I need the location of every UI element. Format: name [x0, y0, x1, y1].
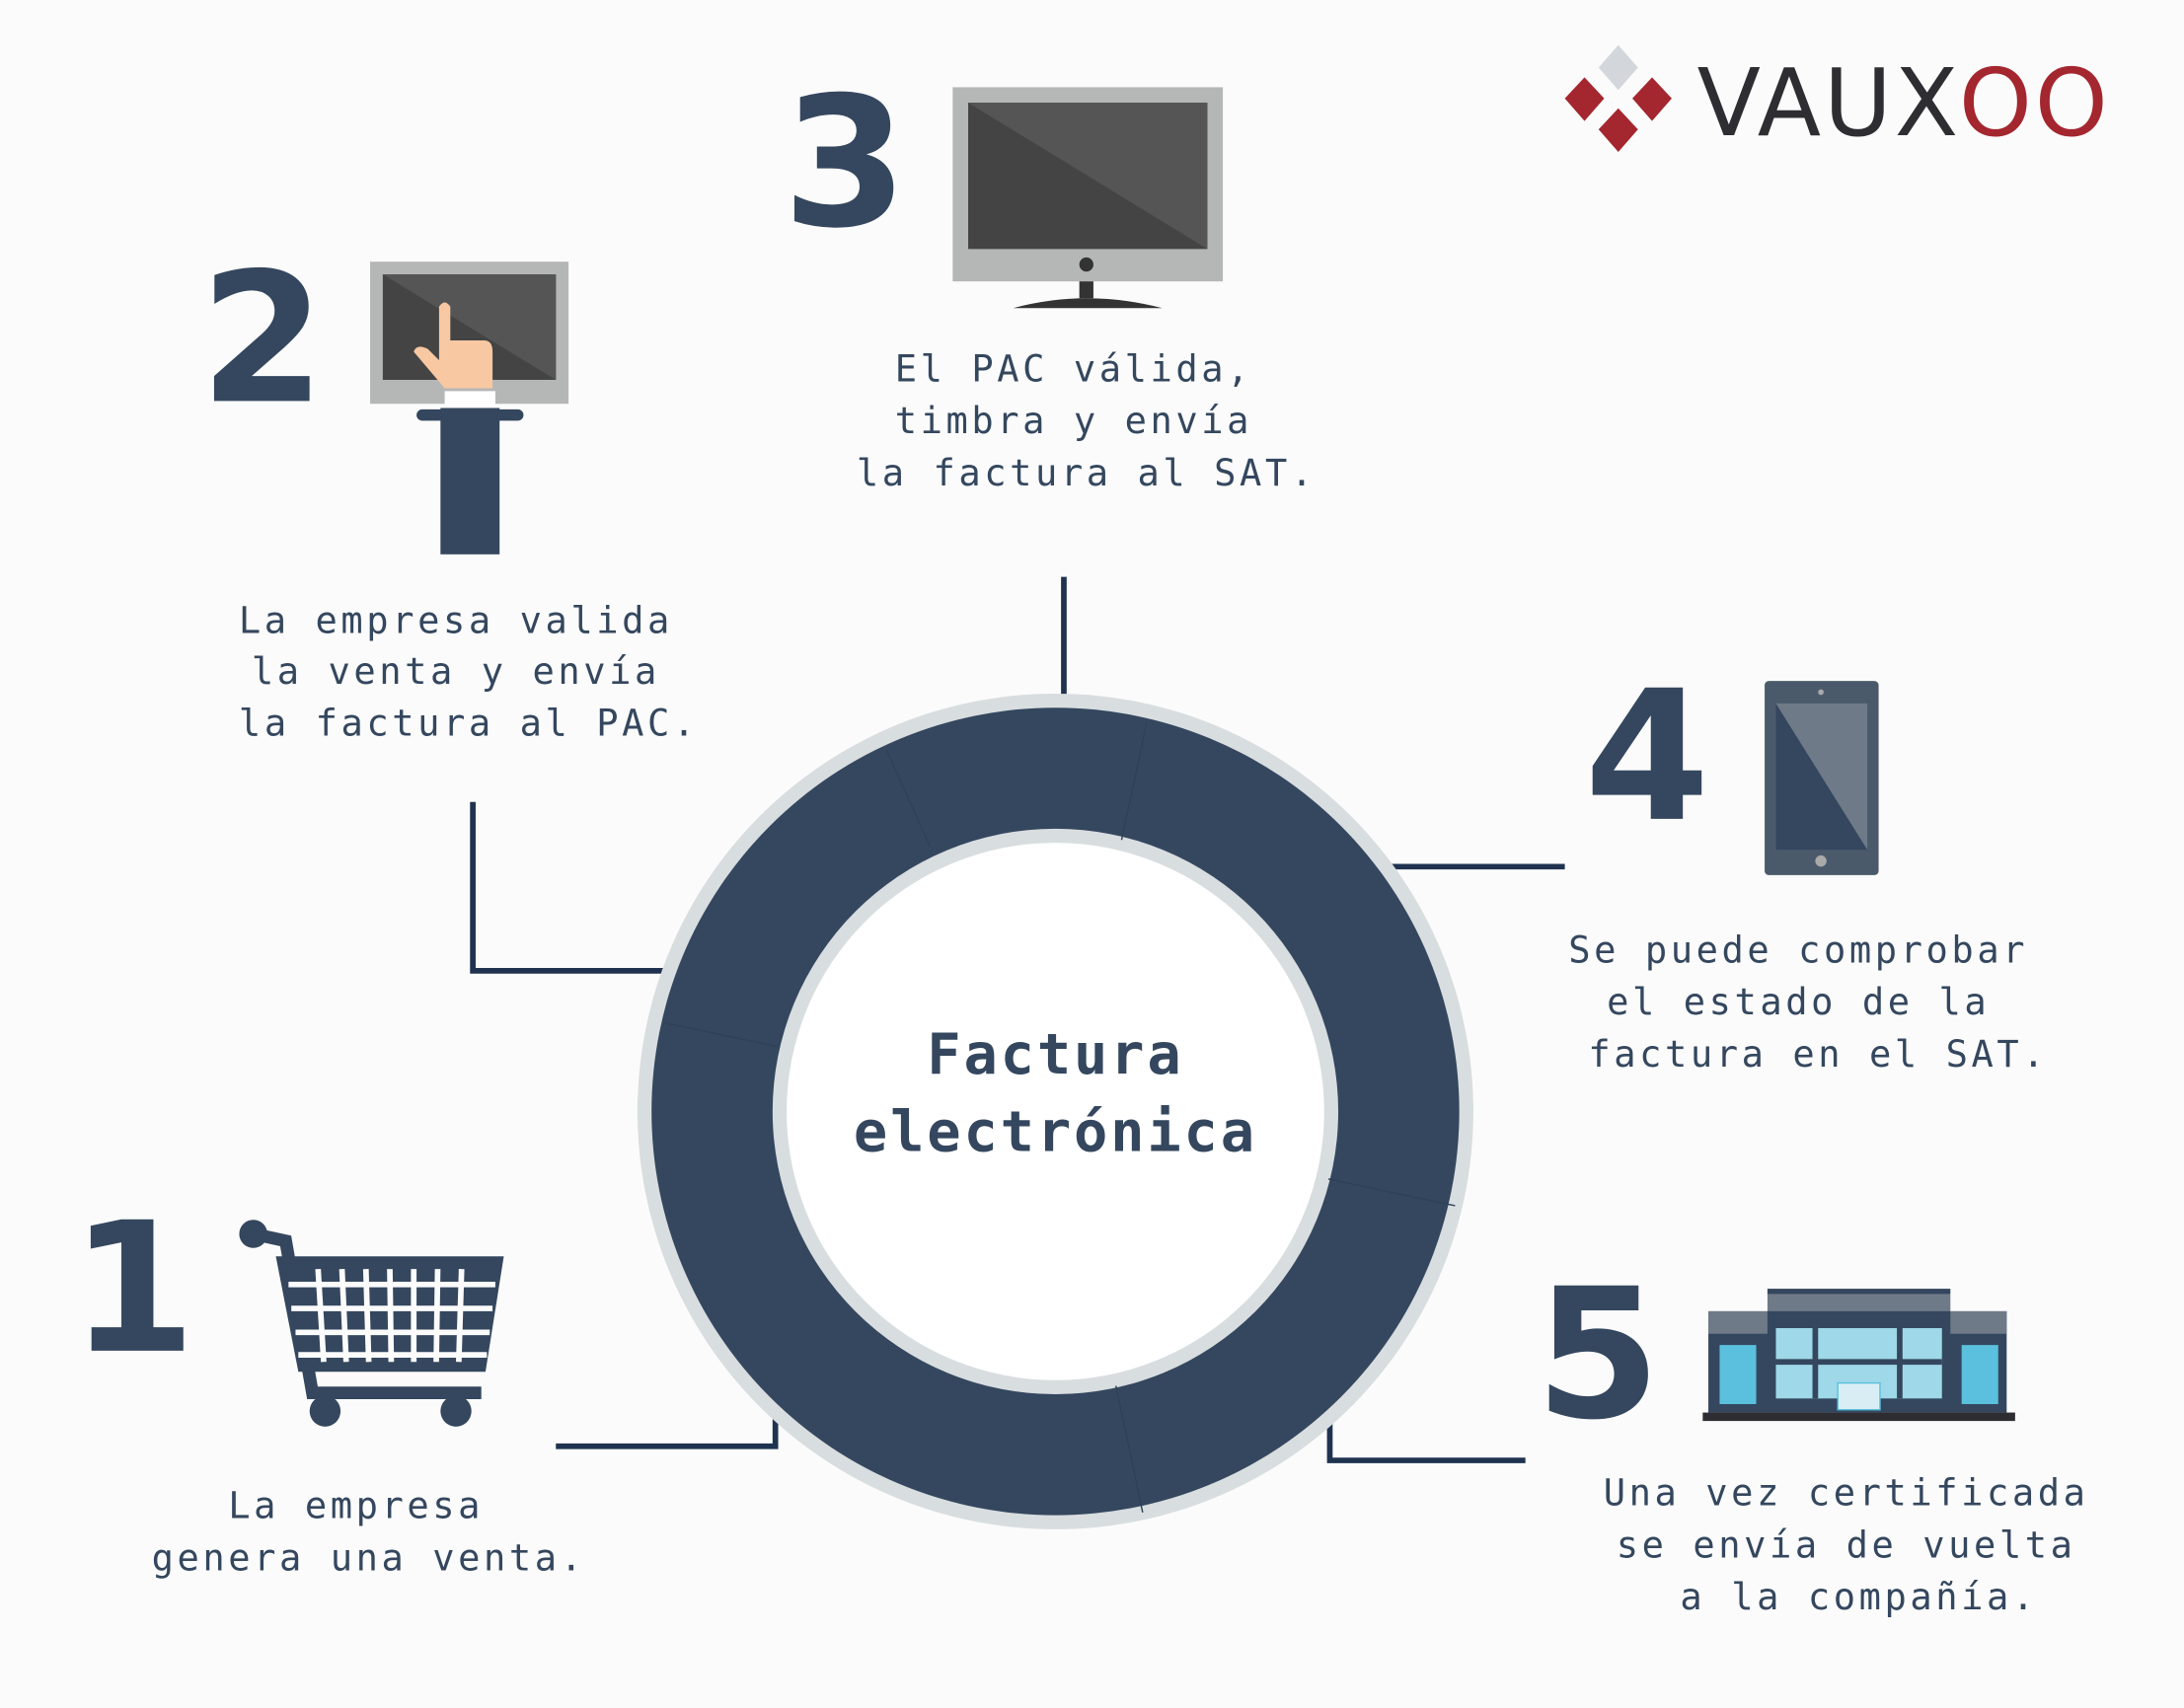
shopping-cart-icon: [239, 1220, 504, 1427]
logo-text-red: OO: [1959, 50, 2111, 158]
monitor-icon: [952, 87, 1224, 309]
step-4-description: Se puede comprobar el estado de la factu…: [1568, 928, 2054, 1076]
step-1-description: La empresa genera una venta.: [152, 1485, 586, 1580]
touch-monitor-icon: [370, 261, 569, 555]
step-2-description: La empresa valida la venta y envía la fa…: [239, 600, 699, 745]
step-number: 5: [1536, 1251, 1661, 1460]
tablet-icon: [1765, 681, 1879, 875]
vauxoo-logo: VAUX OO: [1564, 44, 2111, 158]
center-donut: Factura electrónica: [637, 693, 1473, 1529]
step-5: 5 Una vez certificada se envía de vuelta…: [1536, 1251, 2115, 1619]
step-2: 2 La empresa valida la venta y envía la …: [200, 235, 699, 745]
step-4: 4 Se puede comprobar el estado de la fac…: [1568, 653, 2054, 1076]
step-number: 1: [70, 1185, 195, 1394]
logo-text-dark: VAUX: [1697, 50, 1961, 158]
step-3: 3 El PAC válida, timbra y envía la factu…: [783, 59, 1317, 494]
center-title-line2: electrónica: [854, 1099, 1257, 1164]
step-5-description: Una vez certificada se envía de vuelta a…: [1604, 1472, 2115, 1619]
step-1: 1 La empresa genera una venta.: [70, 1185, 586, 1580]
building-icon: [1702, 1289, 2015, 1422]
step-number: 4: [1585, 653, 1710, 862]
step-3-description: El PAC válida, timbra y envía la factura…: [857, 347, 1317, 494]
center-title-line1: Factura: [927, 1022, 1183, 1087]
step-number: 3: [783, 59, 908, 268]
step-number: 2: [200, 235, 326, 444]
